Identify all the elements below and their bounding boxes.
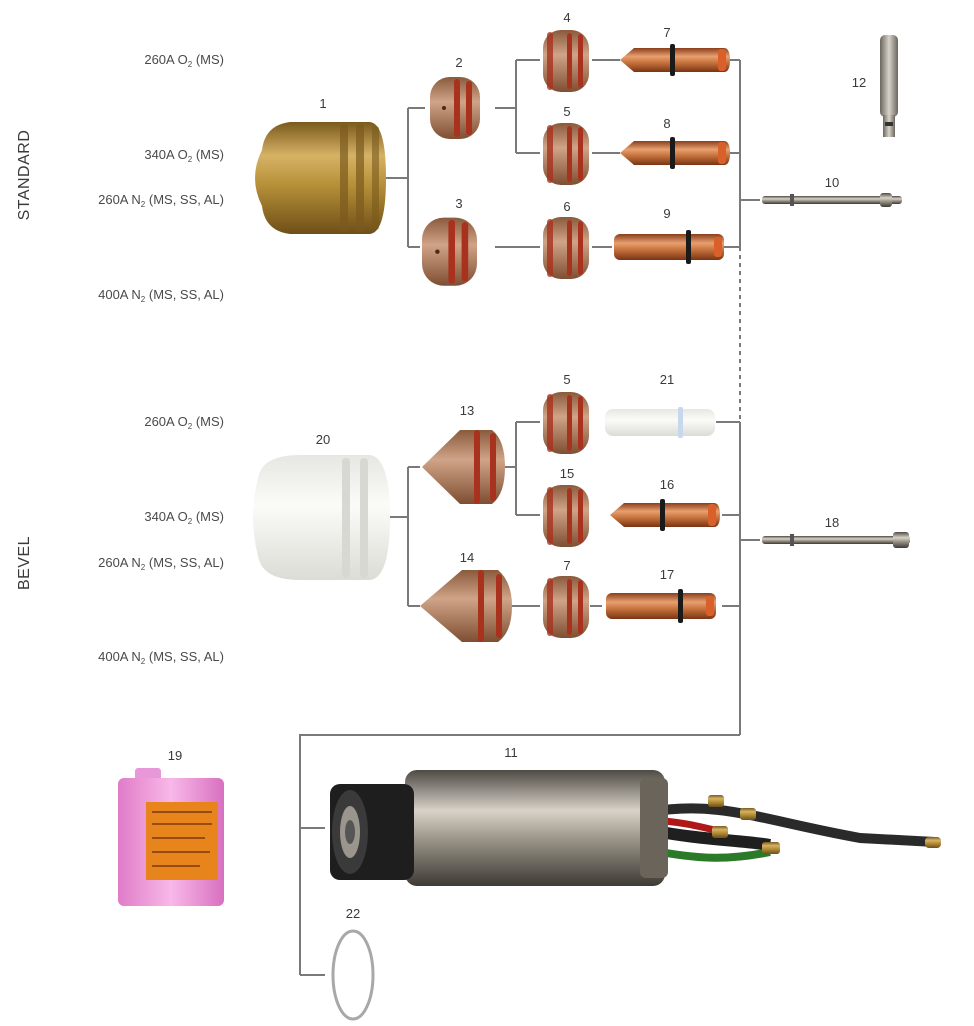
part-14-nozzle[interactable] [420, 570, 512, 642]
part-8-electrode[interactable] [620, 137, 730, 169]
part-number-1: 1 [319, 96, 327, 111]
part-number-3: 3 [455, 196, 463, 211]
part-number-9: 9 [663, 206, 671, 221]
part-5-swirl-ring-bevel[interactable] [543, 392, 589, 454]
part-number-16: 16 [659, 477, 675, 492]
part-number-4: 4 [563, 10, 571, 25]
part-number-8: 8 [663, 116, 671, 131]
part-17-electrode[interactable] [606, 589, 716, 623]
part-12-tool[interactable] [880, 35, 898, 137]
process-label: 340A O2 (MS) [144, 147, 224, 164]
part-7-electrode[interactable] [620, 44, 730, 76]
part-15-swirl-ring[interactable] [543, 485, 589, 547]
part-20-shield[interactable] [253, 455, 390, 580]
process-label: 340A O2 (MS) [144, 509, 224, 526]
part-19-coolant-jug[interactable] [118, 768, 224, 906]
part-11-torch-body[interactable] [330, 770, 941, 886]
part-number-18: 18 [824, 515, 840, 530]
part-number-13: 13 [459, 403, 475, 418]
part-number-12: 12 [851, 75, 867, 90]
part-21-electrode[interactable] [605, 407, 715, 438]
part-number-14: 14 [459, 550, 475, 565]
part-9-electrode[interactable] [614, 230, 724, 264]
part-number-7: 7 [663, 25, 671, 40]
section-title-standard: STANDARD [16, 129, 33, 221]
part-4-swirl-ring[interactable] [543, 30, 589, 92]
part-number-21: 21 [659, 372, 675, 387]
part-number-15: 15 [559, 466, 575, 481]
part-18-tube[interactable] [762, 532, 910, 548]
part-number-10: 10 [824, 175, 840, 190]
part-2-nozzle[interactable] [430, 77, 480, 139]
part-number-5: 5 [563, 104, 571, 119]
part-3-nozzle[interactable] [422, 217, 477, 286]
part-number-2: 2 [455, 55, 463, 70]
process-label: 260A O2 (MS) [144, 52, 224, 69]
part-number-7-bevel: 7 [563, 558, 571, 573]
part-10-tube[interactable] [762, 193, 902, 207]
connector-lines [299, 59, 760, 976]
part-number-22: 22 [345, 906, 361, 921]
process-label: 400A N2 (MS, SS, AL) [98, 287, 224, 304]
part-7-swirl-ring-bevel[interactable] [543, 576, 589, 638]
process-label: 400A N2 (MS, SS, AL) [98, 649, 224, 666]
part-number-6: 6 [563, 199, 571, 214]
part-5-swirl-ring[interactable] [543, 123, 589, 185]
part-16-electrode[interactable] [610, 499, 720, 531]
process-label: 260A N2 (MS, SS, AL) [98, 555, 224, 572]
part-number-19: 19 [167, 748, 183, 763]
part-number-17: 17 [659, 567, 675, 582]
part-13-nozzle[interactable] [422, 430, 505, 504]
part-number-11: 11 [504, 745, 518, 760]
part-22-o-ring[interactable] [331, 929, 375, 1021]
process-label: 260A N2 (MS, SS, AL) [98, 192, 224, 209]
process-label: 260A O2 (MS) [144, 414, 224, 431]
part-number-5-bevel: 5 [563, 372, 571, 387]
part-number-20: 20 [315, 432, 331, 447]
part-1-shield[interactable] [255, 122, 386, 234]
part-6-swirl-ring[interactable] [543, 217, 589, 279]
